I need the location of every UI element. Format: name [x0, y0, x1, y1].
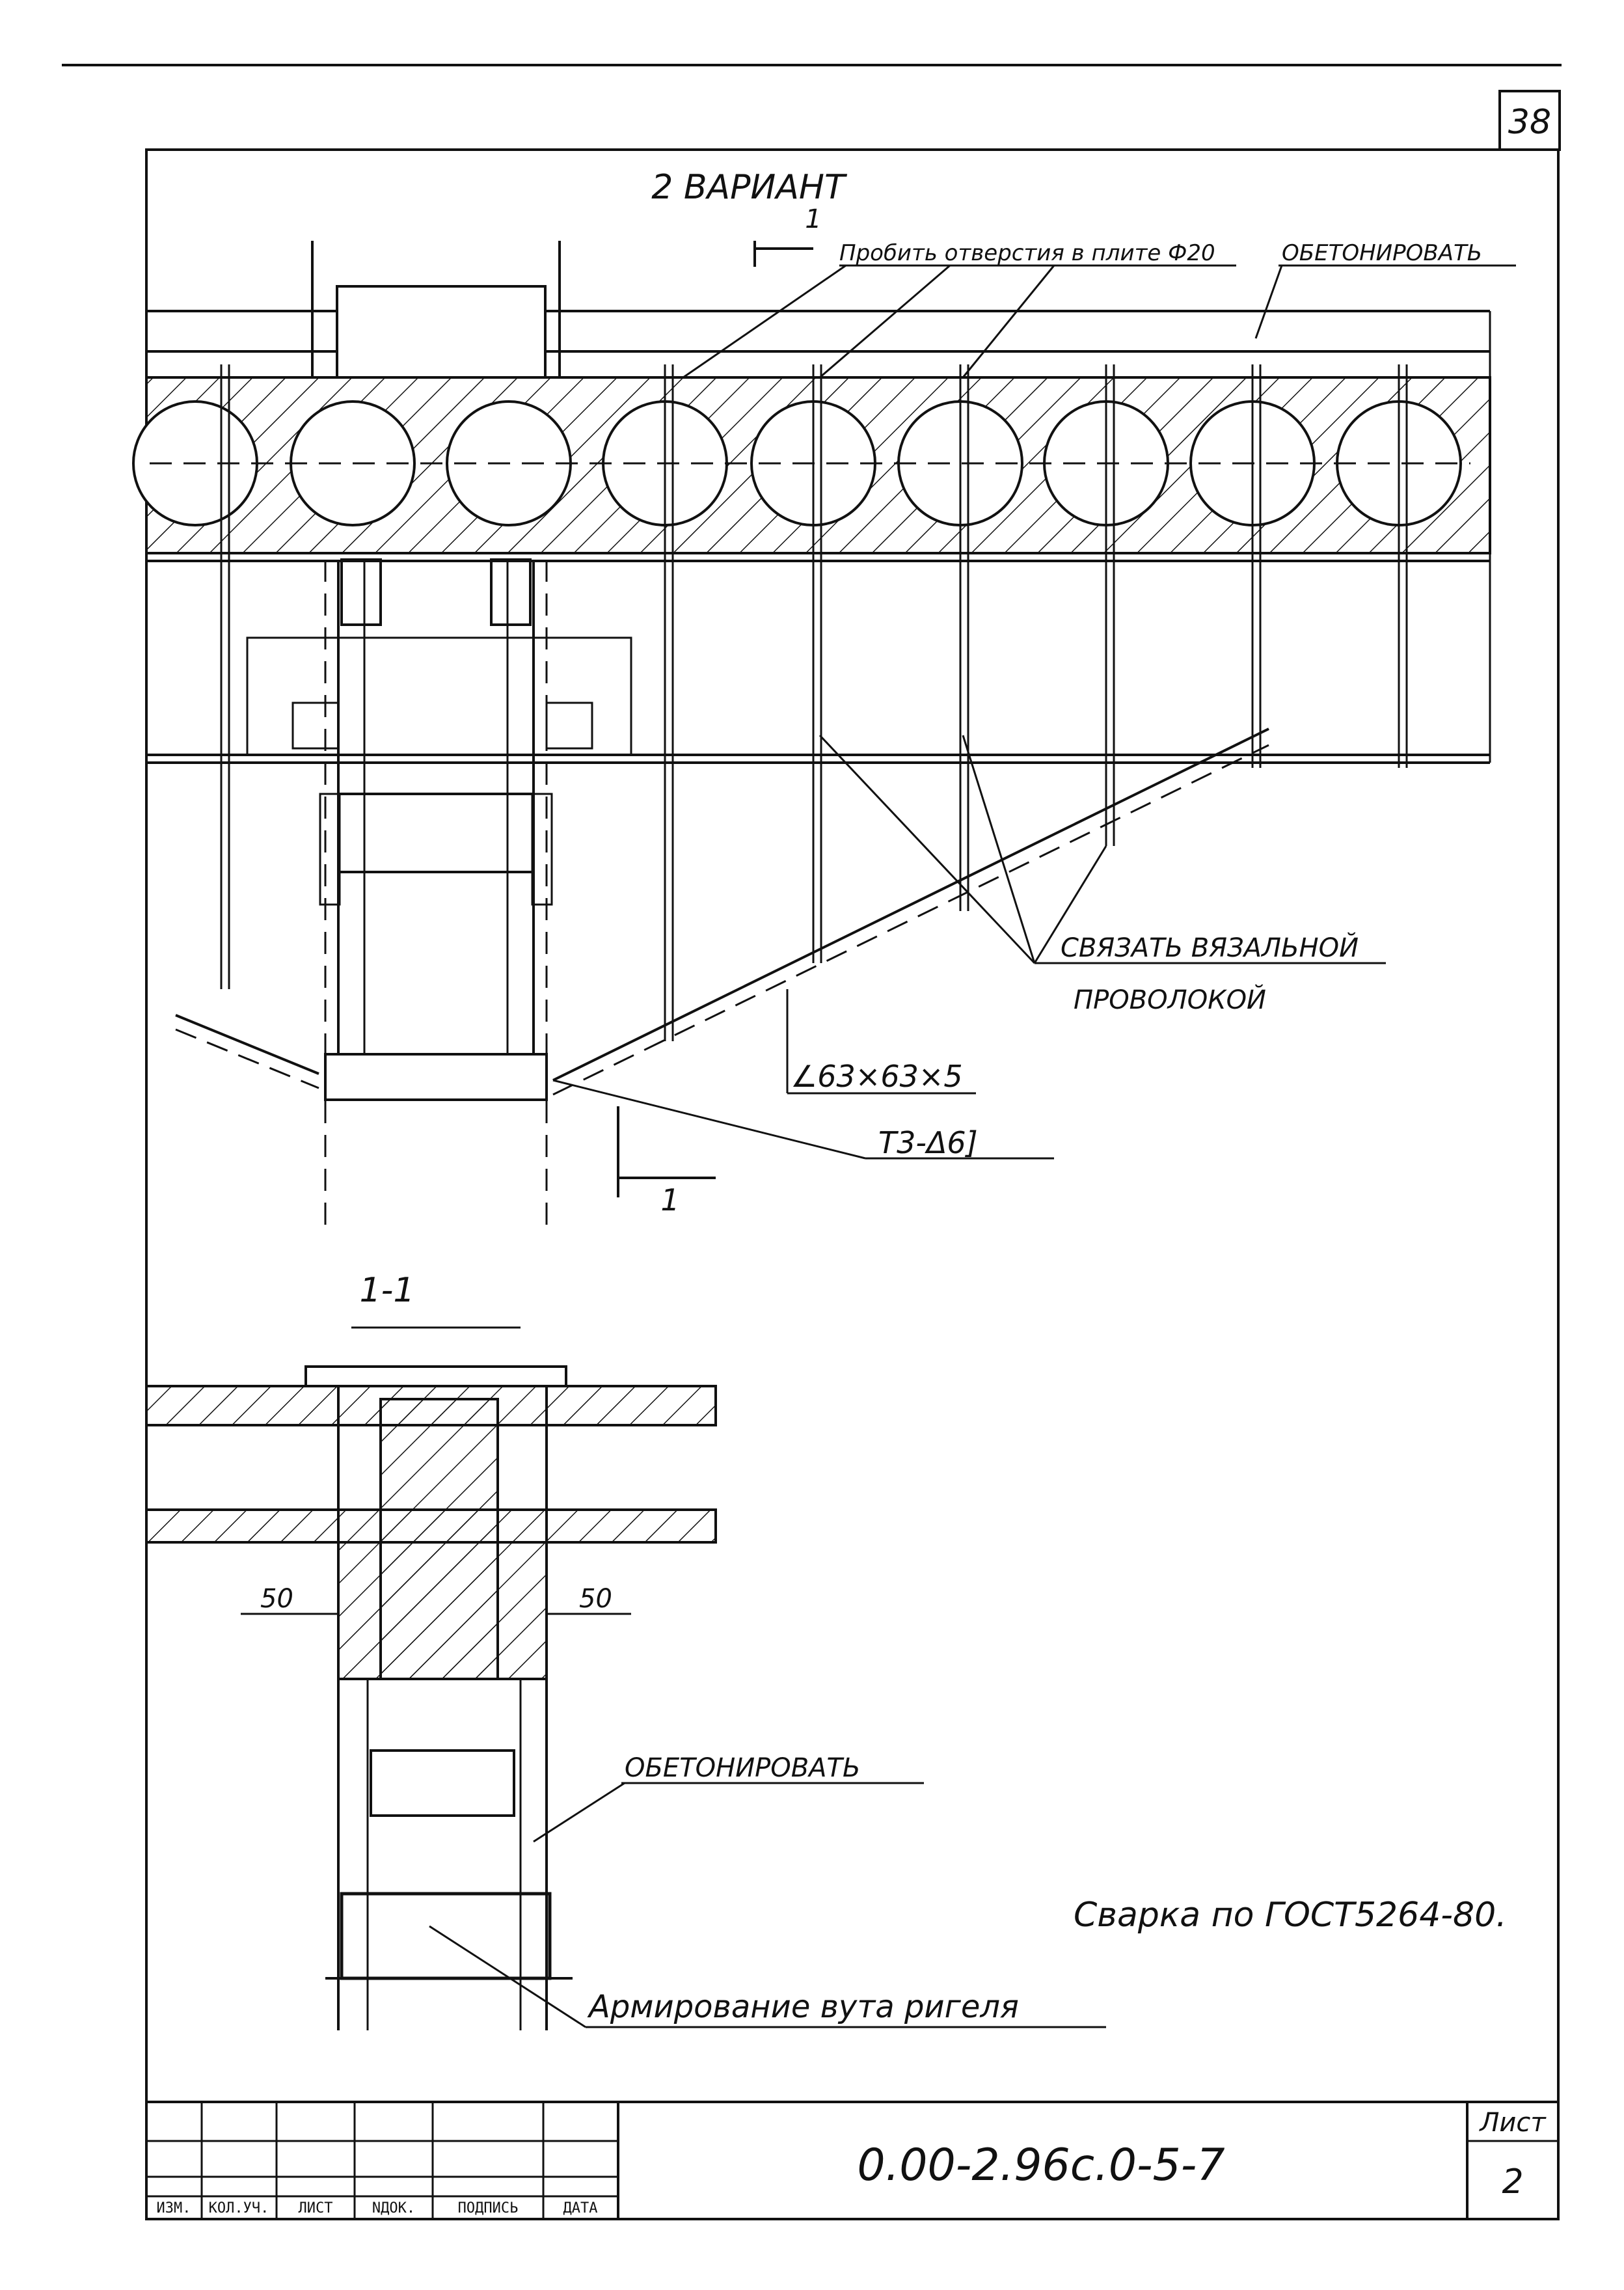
tb-col-podpis: ПОДПИСЬ [458, 2200, 519, 2216]
svg-text:50: 50 [579, 1584, 612, 1614]
tie-wire-callout: СВЯЗАТЬ ВЯЗАЛЬНОЙ ПРОВОЛОКОЙ [819, 734, 1386, 1015]
sheet-number-box: 38 [1498, 90, 1561, 151]
angle-profile-callout: ∠63×63×5 [786, 989, 976, 1095]
tb-col-kol: КОЛ.УЧ. [209, 2200, 269, 2216]
svg-text:ПРОВОЛОКОЙ: ПРОВОЛОКОЙ [1074, 984, 1266, 1015]
document-code: 0.00-2.96с.0-5-7 [857, 2140, 1225, 2191]
concrete-top-callout: ОБЕТОНИРОВАТЬ [1254, 240, 1516, 339]
svg-text:ОБЕТОНИРОВАТЬ: ОБЕТОНИРОВАТЬ [625, 1753, 860, 1783]
svg-text:Пробить отверстия в плите Ф20: Пробить отверстия в плите Ф20 [839, 240, 1215, 266]
section-1-1 [145, 1326, 717, 2030]
variant-title: 2 ВАРИАНТ [651, 168, 848, 207]
concrete-section-callout: ОБЕТОНИРОВАТЬ [533, 1753, 924, 1843]
sheet-number: 38 [1508, 103, 1551, 142]
svg-text:1: 1 [805, 204, 821, 234]
punch-holes-callout: Пробить отверстия в плите Ф20 [683, 240, 1236, 379]
svg-text:50: 50 [260, 1584, 293, 1614]
tb-col-ndok: NДОК. [372, 2200, 415, 2216]
column-elevation [246, 241, 632, 1236]
svg-text:СВЯЗАТЬ ВЯЗАЛЬНОЙ: СВЯЗАТЬ ВЯЗАЛЬНОЙ [1061, 932, 1359, 963]
svg-text:Армирование вута ригеля: Армирование вута ригеля [587, 1989, 1019, 2025]
tb-col-data: ДАТА [563, 2200, 598, 2216]
svg-text:Т3-Δ6]: Т3-Δ6] [878, 1125, 978, 1160]
title-block: 0.00-2.96с.0-5-7 Лист 2 ИЗМ. КОЛ.УЧ. ЛИС… [145, 2101, 1560, 2220]
welding-note: Сварка по ГОСТ5264-80. [1074, 1896, 1507, 1935]
dimension-50-left: 50 [241, 1584, 338, 1615]
dimension-50-right: 50 [547, 1584, 631, 1615]
svg-text:∠63×63×5: ∠63×63×5 [791, 1059, 963, 1094]
hollow-cores [132, 400, 1470, 526]
svg-text:1: 1 [660, 1182, 679, 1218]
sheet-value: 2 [1502, 2162, 1523, 2201]
svg-text:ОБЕТОНИРОВАТЬ: ОБЕТОНИРОВАТЬ [1282, 240, 1482, 266]
weld-callout: Т3-Δ6] [552, 1079, 1054, 1160]
reinforcement-callout: Армирование вута ригеля [429, 1925, 1106, 2028]
cut-mark-bottom: 1 [617, 1106, 716, 1218]
tb-col-izm: ИЗМ. [157, 2200, 191, 2216]
sloped-angle-brace [175, 728, 1490, 1096]
section-title: 1-1 [360, 1271, 415, 1310]
slab-elevation [145, 310, 1491, 764]
tb-col-list: ЛИСТ [299, 2200, 333, 2216]
sheet-label: Лист [1478, 2108, 1547, 2138]
section-mark-top: 1 [753, 204, 822, 267]
hanger-rods [220, 364, 1408, 1041]
